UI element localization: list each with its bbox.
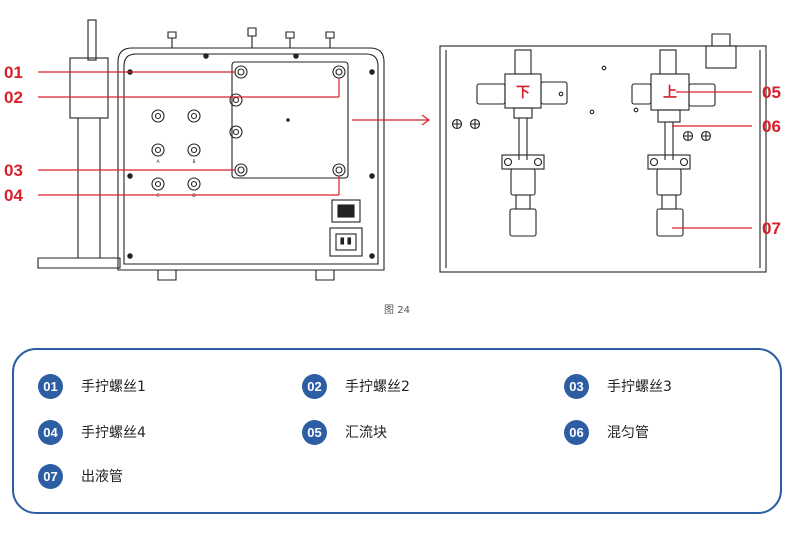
callout-07: 07 <box>762 219 781 238</box>
legend-badge: 07 <box>38 463 63 489</box>
manifold-block-lower <box>476 49 568 237</box>
callout-01: 01 <box>4 63 23 82</box>
thumb-screw-3-icon <box>234 163 248 177</box>
power-switch-icon <box>331 199 361 223</box>
port-label: C <box>156 193 159 199</box>
legend-badge: 02 <box>302 373 327 399</box>
legend-badge: 01 <box>38 373 63 399</box>
panel-port <box>187 143 201 157</box>
legend-item-02: 02 手拧螺丝2 <box>302 372 410 400</box>
front-device <box>37 19 385 281</box>
panel-port <box>187 109 201 123</box>
legend-label: 混匀管 <box>607 425 649 441</box>
callout-06: 06 <box>762 117 781 136</box>
legend-item-05: 05 汇流块 <box>302 418 387 446</box>
mixing-tube <box>664 122 674 160</box>
panel-port <box>151 177 165 191</box>
port-label: D <box>192 193 196 199</box>
port-label: B <box>192 159 195 165</box>
thumb-screw-2-icon <box>332 65 346 79</box>
callout-02: 02 <box>4 88 23 107</box>
panel-port <box>229 125 243 139</box>
legend-item-01: 01 手拧螺丝1 <box>38 372 146 400</box>
callout-04: 04 <box>4 186 23 205</box>
panel-port <box>187 177 201 191</box>
thumb-screw-4-icon <box>332 163 346 177</box>
port-label: A <box>156 159 160 165</box>
legend-badge: 06 <box>564 419 589 445</box>
side-device <box>439 33 767 273</box>
thumb-screw-1-icon <box>234 65 248 79</box>
legend-item-07: 07 出液管 <box>38 462 123 490</box>
legend-label: 手拧螺丝2 <box>345 379 410 395</box>
legend-item-06: 06 混匀管 <box>564 418 649 446</box>
legend-label: 手拧螺丝3 <box>607 379 672 395</box>
power-socket-icon <box>329 227 363 257</box>
legend-label: 手拧螺丝4 <box>81 425 146 441</box>
upper-block-label: 上 <box>663 85 677 101</box>
legend-label: 出液管 <box>81 469 123 485</box>
figure-caption: 图 24 <box>384 305 410 316</box>
legend-badge: 05 <box>302 419 327 445</box>
lower-block-label: 下 <box>516 85 530 101</box>
manifold-block-upper <box>631 49 716 237</box>
device-diagram: 下 上 A B C D 01 02 03 04 05 06 07 <box>4 19 781 281</box>
legend-box: 01 手拧螺丝1 02 手拧螺丝2 03 手拧螺丝3 04 手拧螺丝4 05 汇… <box>12 348 782 514</box>
callout-03: 03 <box>4 161 23 180</box>
legend-label: 手拧螺丝1 <box>81 379 146 395</box>
outlet-tube <box>656 208 684 237</box>
legend-badge: 04 <box>38 419 63 445</box>
panel-port <box>151 109 165 123</box>
legend-item-04: 04 手拧螺丝4 <box>38 418 146 446</box>
legend-item-03: 03 手拧螺丝3 <box>564 372 672 400</box>
legend-label: 汇流块 <box>345 425 387 441</box>
panel-port <box>151 143 165 157</box>
legend-badge: 03 <box>564 373 589 399</box>
callout-05: 05 <box>762 83 781 102</box>
